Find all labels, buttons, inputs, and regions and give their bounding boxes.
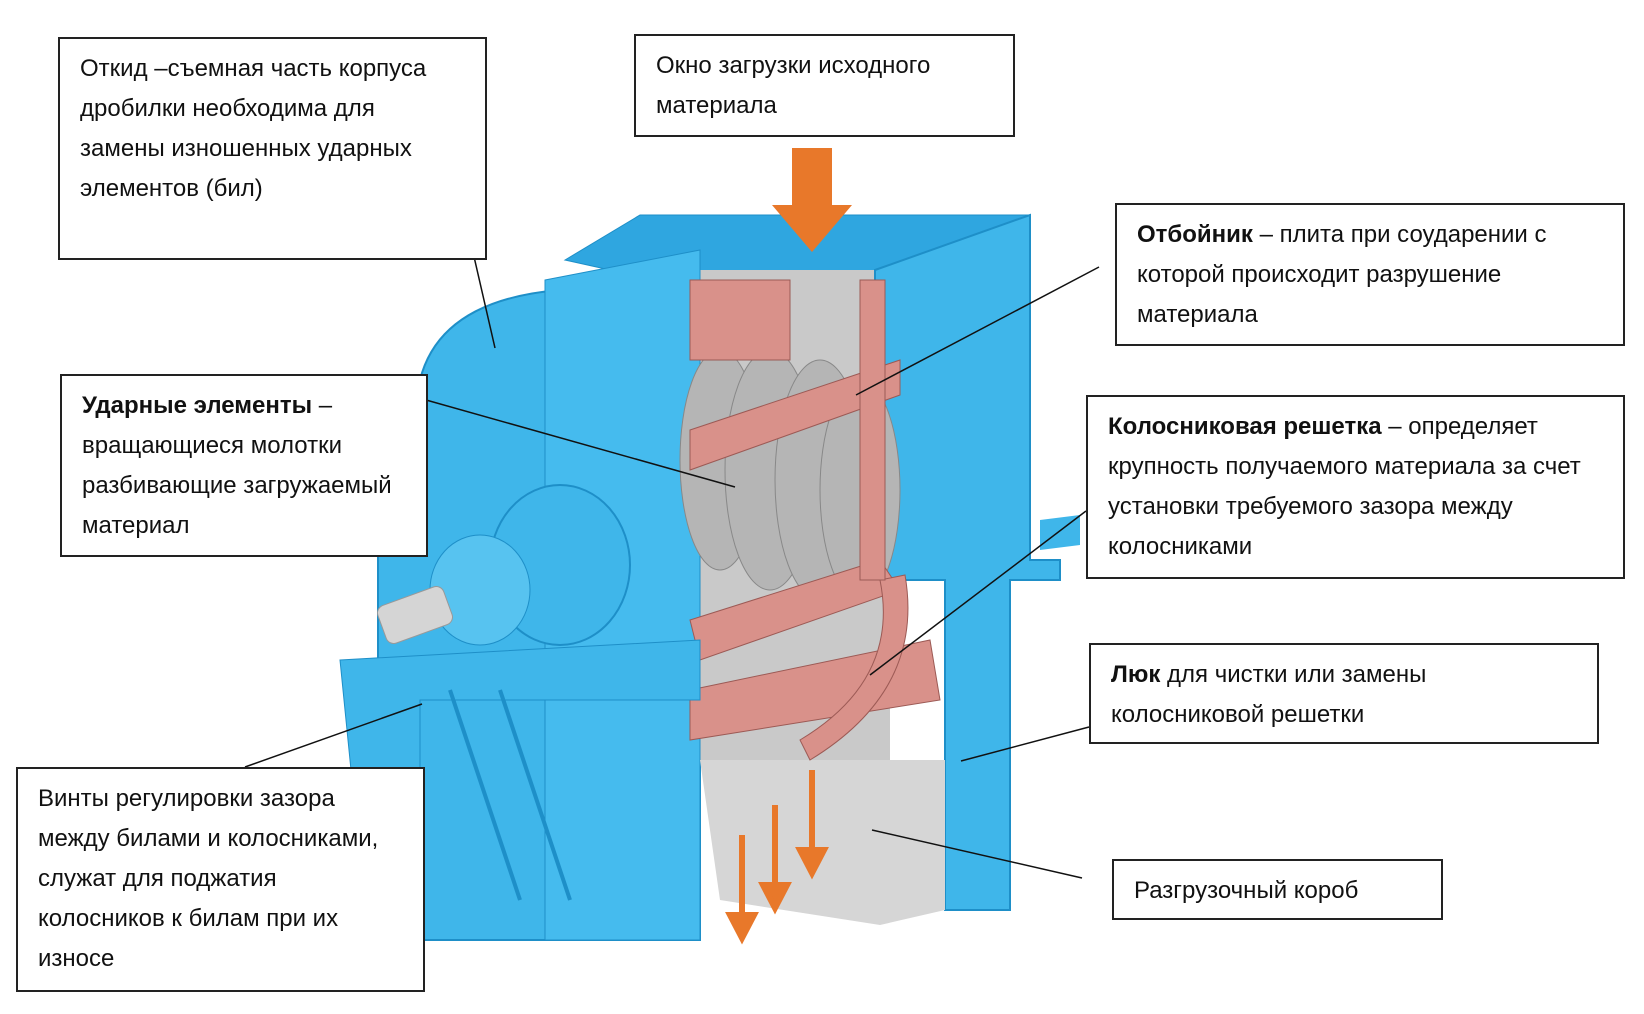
label-text: – определяет крупность получаемого матер…	[1108, 413, 1581, 560]
label-text: для чистки или замены колосниковой решет…	[1111, 661, 1427, 728]
label-breaker-plate: Отбойник – плита при соударении с которо…	[1115, 203, 1625, 346]
discharge-box	[700, 760, 945, 925]
label-title: Люк	[1111, 661, 1161, 688]
breaker-plate	[689, 279, 886, 581]
leader-lines	[244, 173, 1100, 879]
shaft	[377, 585, 453, 645]
label-adjust-screws: Винты регулировки зазора между билами и …	[16, 767, 425, 992]
label-text: Винты регулировки зазора между билами и …	[38, 785, 379, 972]
label-text: – плита при соударении с которой происхо…	[1137, 221, 1547, 328]
label-title: Отбойник	[1137, 221, 1253, 248]
label-text: Откид –съемная часть корпуса дробилки не…	[80, 55, 427, 202]
label-text: Разгрузочный короб	[1134, 877, 1359, 904]
label-hatch: Люк для чистки или замены колосниковой р…	[1089, 643, 1599, 744]
label-hammers: Ударные элементы – вращающиеся молотки р…	[60, 374, 428, 557]
label-text: Окно загрузки исходного материала	[656, 52, 931, 119]
feed-arrow-icon	[772, 148, 852, 252]
label-title: Ударные элементы	[82, 392, 313, 419]
discharge-arrows-icon	[725, 770, 829, 945]
label-grate: Колосниковая решетка – определяет крупно…	[1086, 395, 1625, 579]
label-text: – вращающиеся молотки разбивающие загруж…	[82, 392, 392, 539]
label-title: Колосниковая решетка	[1108, 413, 1382, 440]
grate	[799, 574, 909, 761]
label-discharge-box: Разгрузочный короб	[1112, 859, 1443, 920]
label-otkid: Откид –съемная часть корпуса дробилки не…	[58, 37, 487, 260]
right-frame	[874, 213, 1061, 911]
label-feed-window: Окно загрузки исходного материала	[634, 34, 1015, 137]
